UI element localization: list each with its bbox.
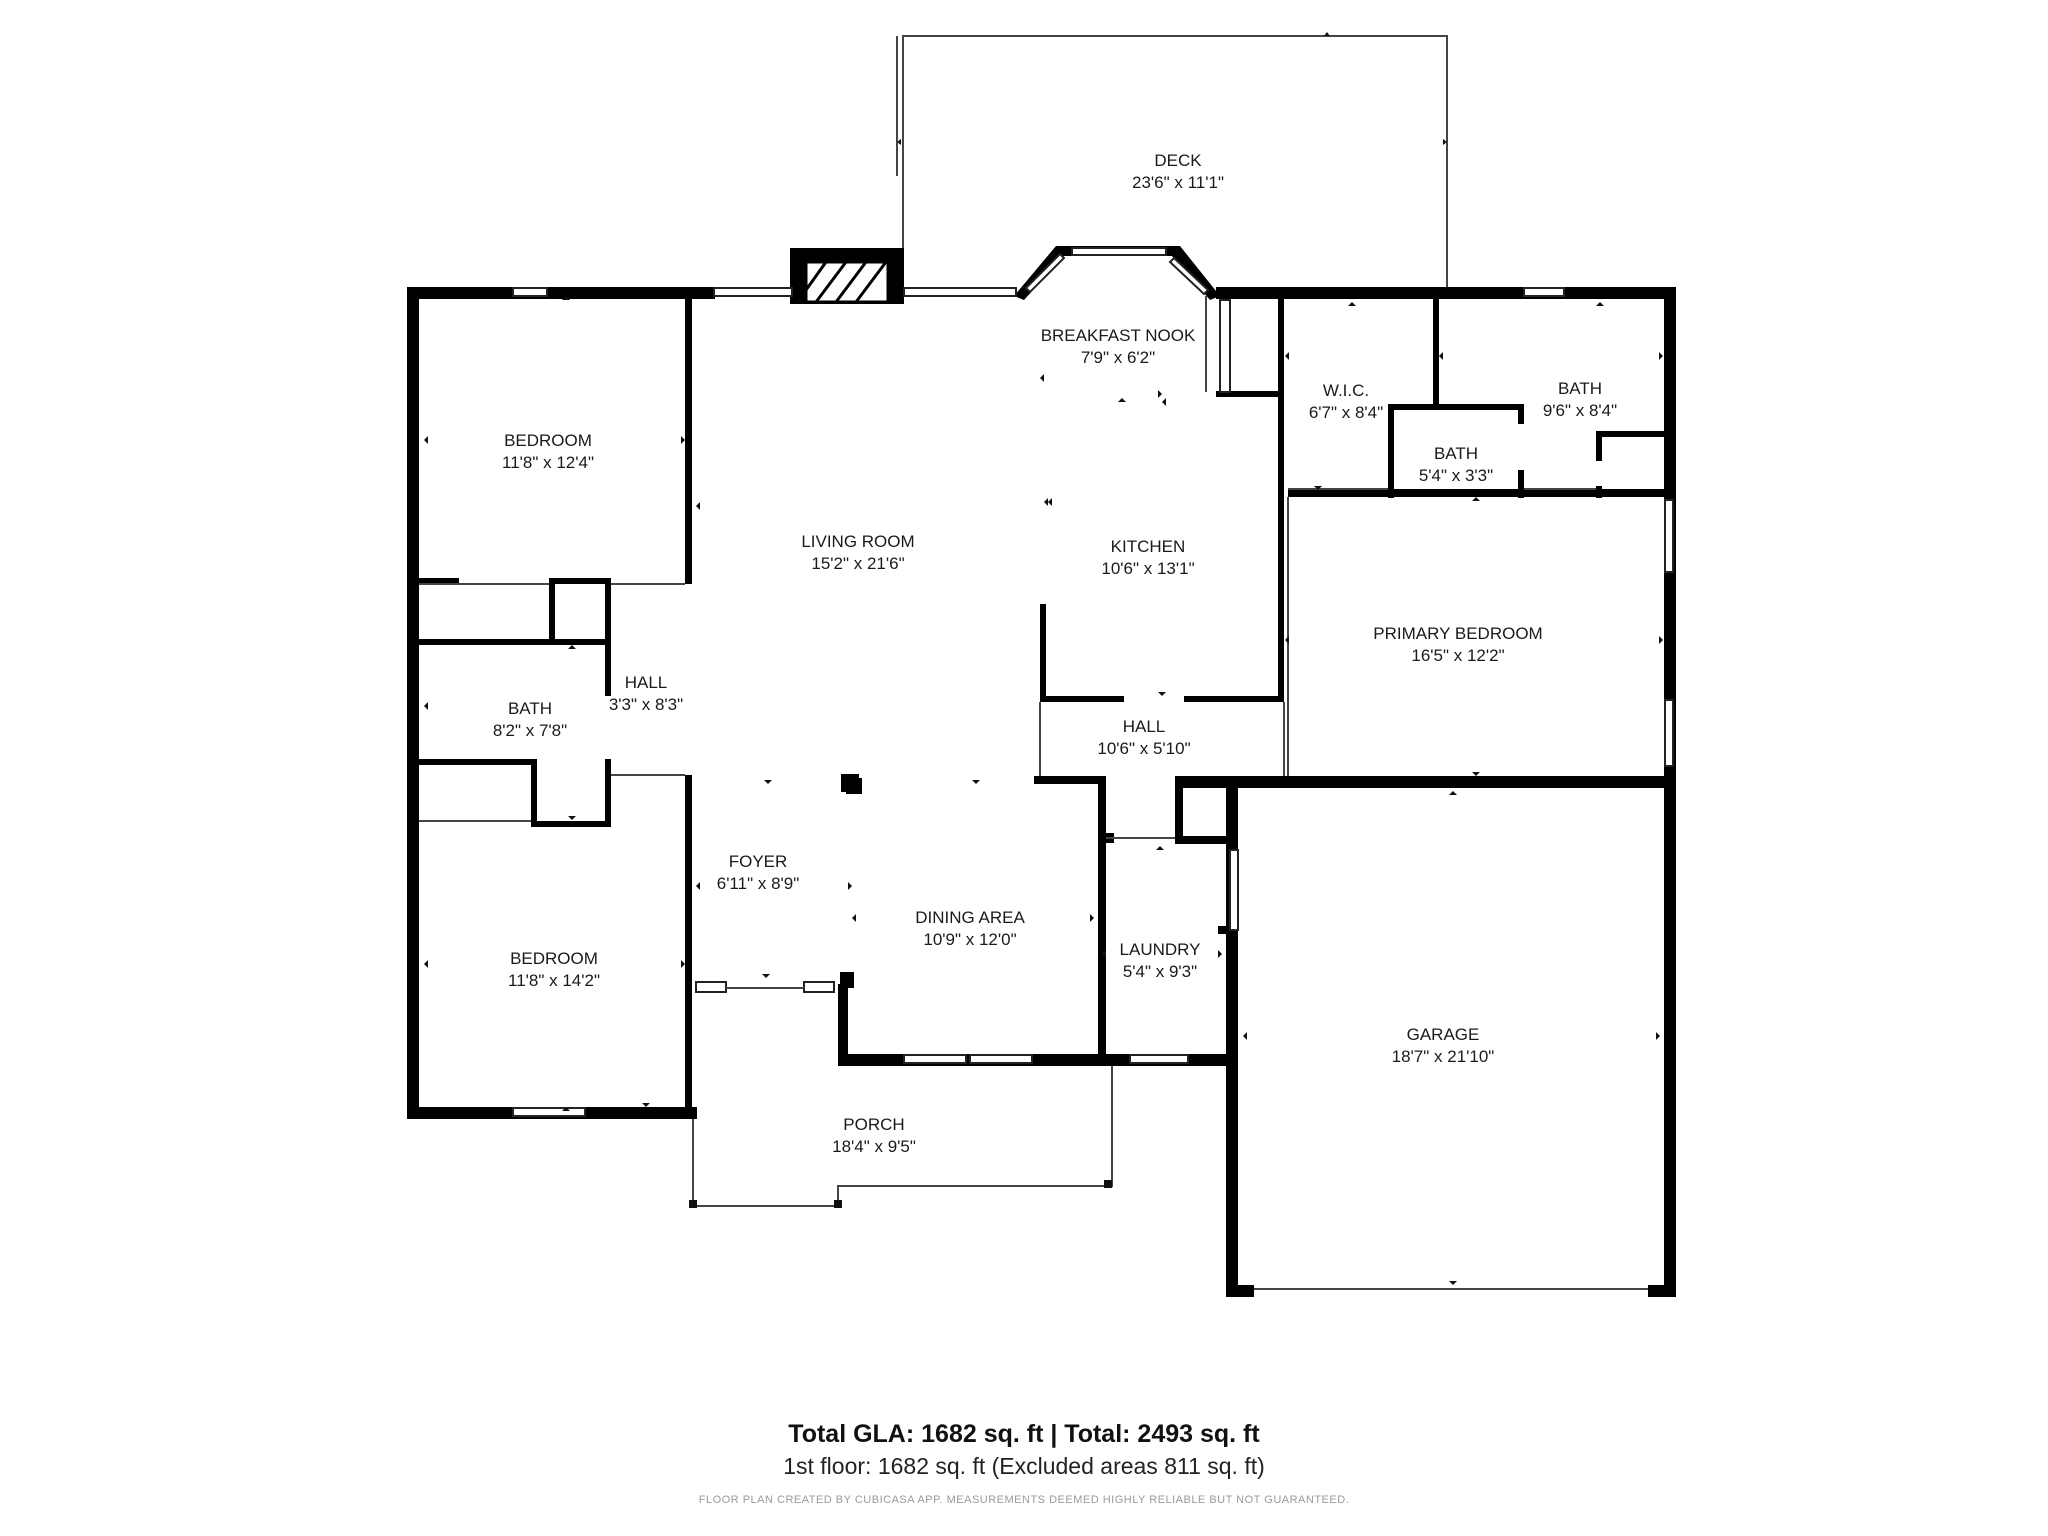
room-name: W.I.C. [1322, 381, 1370, 400]
room-label-primary-bedroom: PRIMARY BEDROOM 16'5" x 12'2" [1373, 623, 1542, 667]
area-summary: Total GLA: 1682 sq. ft | Total: 2493 sq.… [0, 1420, 2048, 1480]
room-dimensions: 18'7" x 21'10" [1391, 1047, 1495, 1066]
room-label-laundry: LAUNDRY 5'4" x 9'3" [1120, 939, 1201, 983]
room-name: BEDROOM [510, 949, 598, 968]
room-label-hall-left: HALL 3'3" x 8'3" [609, 672, 683, 716]
room-dimensions: 11'8" x 14'2" [508, 971, 600, 990]
room-dimensions: 5'4" x 9'3" [1122, 962, 1198, 981]
room-name: KITCHEN [1110, 537, 1186, 556]
room-name: GARAGE [1406, 1025, 1480, 1044]
room-name: BATH [1557, 379, 1603, 398]
room-label-bedroom-upper: BEDROOM 11'8" x 12'4" [502, 430, 594, 474]
room-dimensions: 15'2" x 21'6" [811, 554, 905, 573]
room-dimensions: 3'3" x 8'3" [608, 695, 684, 714]
room-name: DECK [1154, 151, 1202, 170]
room-label-deck: DECK 23'6" x 11'1" [1132, 150, 1224, 194]
deck-outline [896, 35, 1448, 290]
room-name: LAUNDRY [1119, 940, 1201, 959]
room-dimensions: 23'6" x 11'1" [1132, 173, 1224, 192]
room-dimensions: 6'11" x 8'9" [716, 874, 800, 893]
room-name: PRIMARY BEDROOM [1373, 624, 1543, 643]
room-label-breakfast-nook: BREAKFAST NOOK 7'9" x 6'2" [1041, 325, 1196, 369]
openings [419, 296, 1648, 1290]
room-dimensions: 5'4" x 3'3" [1418, 466, 1494, 485]
room-name: FOYER [728, 852, 788, 871]
room-dimensions: 10'6" x 13'1" [1101, 559, 1195, 578]
interior-walls [419, 296, 1676, 1115]
room-dimensions: 10'6" x 5'10" [1097, 739, 1191, 758]
room-label-foyer: FOYER 6'11" x 8'9" [717, 851, 800, 895]
room-dimensions: 6'7" x 8'4" [1308, 403, 1384, 422]
room-name: BATH [507, 699, 553, 718]
room-label-bath-left: BATH 8'2" x 7'8" [493, 698, 567, 742]
room-name: BATH [1433, 444, 1479, 463]
room-label-small-bath: BATH 5'4" x 3'3" [1419, 443, 1493, 487]
porch-outline [689, 1062, 1113, 1208]
room-label-dining-area: DINING AREA 10'9" x 12'0" [915, 907, 1025, 951]
room-label-wic: W.I.C. 6'7" x 8'4" [1309, 380, 1383, 424]
room-dimensions: 18'4" x 9'5" [832, 1137, 916, 1156]
room-label-living-room: LIVING ROOM 15'2" x 21'6" [801, 531, 914, 575]
room-name: LIVING ROOM [801, 532, 915, 551]
room-label-primary-bath: BATH 9'6" x 8'4" [1543, 378, 1617, 422]
room-label-garage: GARAGE 18'7" x 21'10" [1392, 1024, 1495, 1068]
room-dimensions: 11'8" x 12'4" [502, 453, 594, 472]
room-name: DINING AREA [915, 908, 1025, 927]
room-label-porch: PORCH 18'4" x 9'5" [832, 1114, 916, 1158]
room-dimensions: 8'2" x 7'8" [492, 721, 568, 740]
room-dimensions: 9'6" x 8'4" [1542, 401, 1618, 420]
room-label-bedroom-lower: BEDROOM 11'8" x 14'2" [508, 948, 600, 992]
bay-window [1014, 246, 1220, 300]
floor-area: 1st floor: 1682 sq. ft (Excluded areas 8… [783, 1453, 1265, 1479]
room-name: HALL [1122, 717, 1166, 736]
room-name: HALL [624, 673, 668, 692]
room-name: BREAKFAST NOOK [1040, 326, 1196, 345]
room-dimensions: 16'5" x 12'2" [1411, 646, 1505, 665]
room-label-hall-center: HALL 10'6" x 5'10" [1097, 716, 1190, 760]
room-label-kitchen: KITCHEN 10'6" x 13'1" [1101, 536, 1194, 580]
dimension-markers [424, 32, 1663, 1285]
disclaimer-credit: FLOOR PLAN CREATED BY CUBICASA APP. MEAS… [698, 1494, 1350, 1506]
room-name: BEDROOM [504, 431, 592, 450]
windows [512, 287, 1674, 1117]
total-area: Total GLA: 1682 sq. ft | Total: 2493 sq.… [788, 1420, 1260, 1448]
fireplace-icon [804, 260, 890, 304]
room-dimensions: 7'9" x 6'2" [1080, 348, 1156, 367]
column [846, 778, 862, 794]
room-name: PORCH [843, 1115, 905, 1134]
room-dimensions: 10'9" x 12'0" [923, 930, 1017, 949]
